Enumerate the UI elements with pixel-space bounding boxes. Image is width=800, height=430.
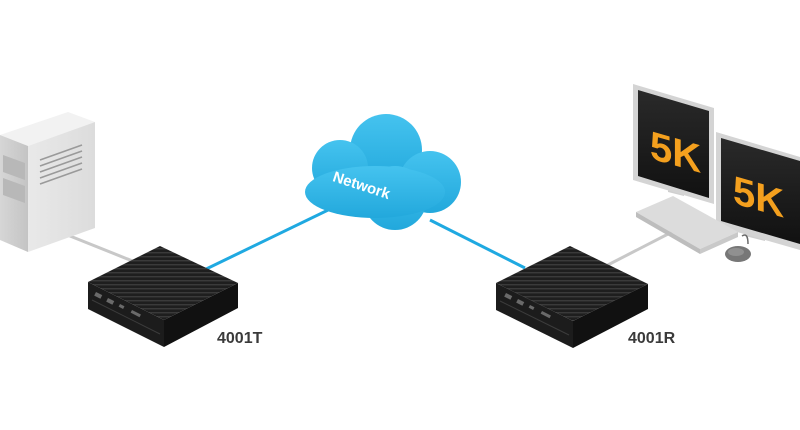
monitor-icon: 5K xyxy=(633,84,714,204)
monitor-icon: 5K xyxy=(716,132,800,250)
keyboard-icon xyxy=(636,196,738,254)
network-cloud-icon: Network xyxy=(305,114,461,230)
receiver-device xyxy=(496,246,648,348)
transmitter-device xyxy=(88,246,238,347)
mouse-icon xyxy=(725,234,751,262)
computer-tower-icon xyxy=(0,112,95,252)
receiver-label: 4001R xyxy=(628,330,676,347)
kvm-extender-icon xyxy=(496,246,648,348)
network-link-right xyxy=(429,218,526,270)
monitor-right: 5K xyxy=(716,132,800,250)
monitor-left: 5K xyxy=(633,84,714,204)
peripheral-cable xyxy=(597,230,673,272)
kvm-extender-icon xyxy=(88,246,238,347)
transmitter-label: 4001T xyxy=(217,330,263,347)
